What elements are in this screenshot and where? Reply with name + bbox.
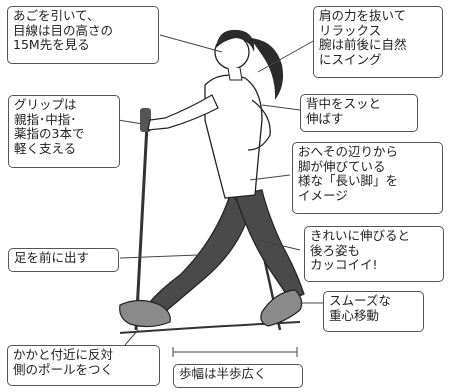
shoe-front [260, 289, 303, 327]
arm-back-bent [247, 99, 271, 151]
callout-pole-heel: かかと付近に反対 側のポールをつく [7, 345, 160, 386]
pole-rear [134, 124, 149, 331]
callout-back: 背中をスッと 伸ばす [300, 94, 418, 132]
callout-rear-view: きれいに伸びると 後ろ姿も カッコイイ! [304, 226, 444, 282]
callout-shoulder: 肩の力を抜いて リラックス 腕は前後に自然 にスイング [313, 6, 443, 78]
callout-weight-shift: スムーズな 重心移動 [323, 291, 424, 332]
leader-lines [117, 34, 323, 346]
callout-chin: あごを引いて、 目線は目の高さの 15M先を見る [7, 6, 159, 64]
callout-stride: 歩幅は半歩広く [173, 364, 303, 388]
leg-rear [149, 194, 251, 313]
arm-front-reach [147, 94, 219, 131]
callout-long-legs: おへその辺りから 脚が伸びている 様な「長い脚」を イメージ [292, 142, 443, 214]
callout-grip: グリップは 親指･中指･ 薬指の3本で 軽く支える [8, 95, 120, 168]
callout-step-forward: 足を前に出す [8, 248, 119, 272]
shoe-rear [119, 299, 171, 328]
neck [227, 67, 243, 81]
hair [216, 29, 255, 52]
ponytail [250, 38, 284, 100]
